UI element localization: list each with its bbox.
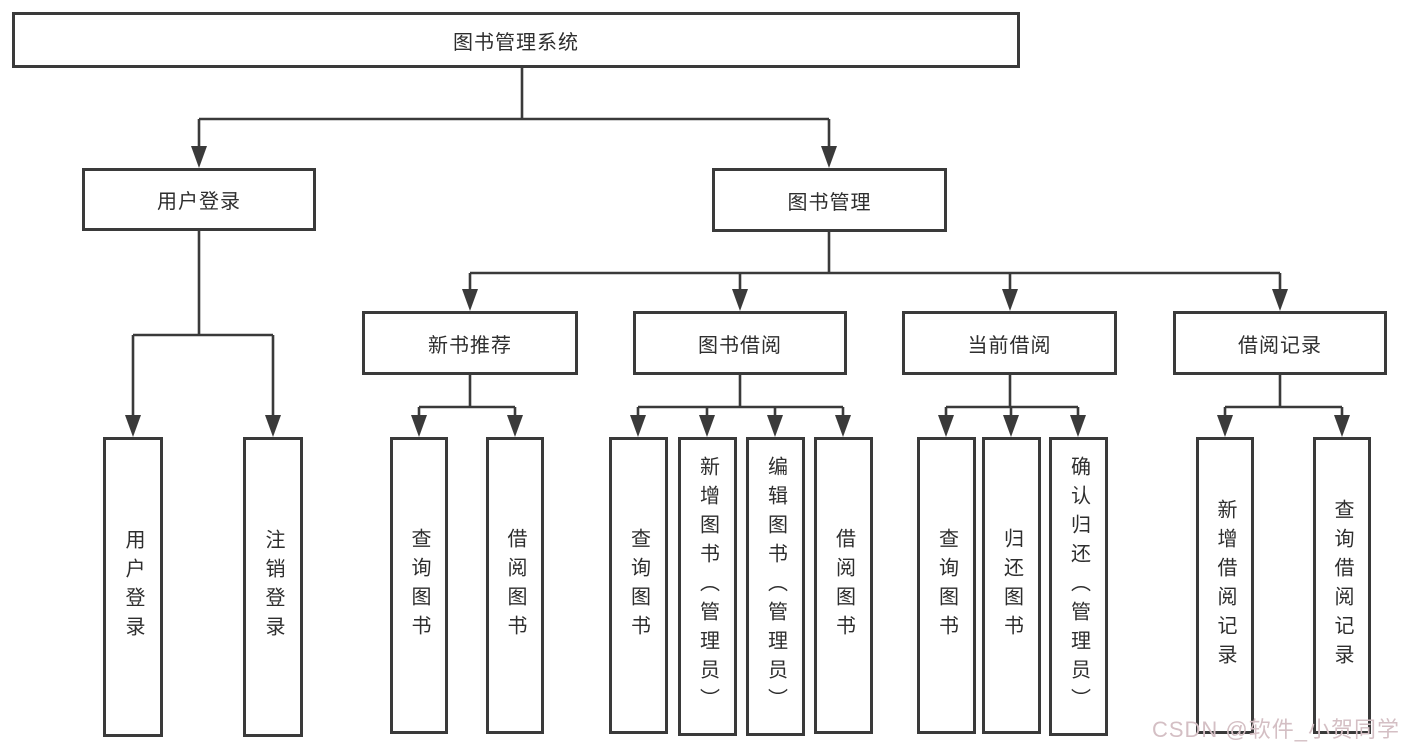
arrow-down-icon (1217, 415, 1233, 437)
leaf-current-confirm-return: 确认归还（管理员） (1049, 437, 1108, 736)
arrow-down-icon (265, 415, 281, 437)
leaf-borrow-query-books-label: 查询图书 (627, 527, 650, 644)
node-root-label: 图书管理系统 (453, 31, 579, 54)
arrow-down-icon (462, 289, 478, 311)
leaf-borrow-edit-books: 编辑图书（管理员） (746, 437, 805, 736)
node-new-book-recommend: 新书推荐 (362, 311, 578, 375)
leaf-current-confirm-return-label: 确认归还（管理员） (1067, 456, 1090, 717)
leaf-current-return-books-label: 归还图书 (1000, 527, 1023, 644)
arrow-down-icon (1002, 289, 1018, 311)
leaf-current-query-books-label: 查询图书 (935, 527, 958, 644)
leaf-borrow-borrow-books: 借阅图书 (814, 437, 873, 734)
node-book-management: 图书管理 (712, 168, 947, 232)
leaf-current-query-books: 查询图书 (917, 437, 976, 734)
arrow-down-icon (767, 415, 783, 437)
leaf-records-query-record: 查询借阅记录 (1313, 437, 1371, 734)
node-book-borrow-label: 图书借阅 (698, 334, 782, 357)
csdn-watermark: CSDN @软件_小贺同学 (1151, 717, 1400, 742)
tree-line-segments (131, 68, 1344, 421)
node-user-login: 用户登录 (82, 168, 316, 231)
leaf-records-query-record-label: 查询借阅记录 (1331, 498, 1353, 673)
leaf-user-login: 用户登录 (103, 437, 163, 737)
arrow-down-icon (125, 415, 141, 437)
node-borrow-records: 借阅记录 (1173, 311, 1387, 375)
leaf-user-login-label: 用户登录 (122, 529, 144, 645)
leaf-borrow-query-books: 查询图书 (609, 437, 668, 734)
leaf-recommend-query-books-label: 查询图书 (408, 527, 430, 644)
node-borrow-records-label: 借阅记录 (1238, 334, 1322, 357)
arrow-down-icon (938, 415, 954, 437)
arrow-down-icon (821, 146, 837, 168)
leaf-borrow-add-books: 新增图书（管理员） (678, 437, 737, 736)
node-book-management-label: 图书管理 (787, 191, 872, 214)
node-root: 图书管理系统 (12, 12, 1020, 68)
arrow-down-icon (191, 146, 207, 168)
leaf-recommend-query-books: 查询图书 (390, 437, 448, 734)
leaf-borrow-edit-books-label: 编辑图书（管理员） (764, 456, 787, 717)
leaf-borrow-add-books-label: 新增图书（管理员） (696, 456, 719, 717)
arrow-down-icon (1070, 415, 1086, 437)
arrow-down-icon (835, 415, 851, 437)
arrow-down-icon (732, 289, 748, 311)
node-current-borrow-label: 当前借阅 (967, 334, 1052, 357)
node-user-login-label: 用户登录 (157, 191, 241, 213)
arrow-down-icon (699, 415, 715, 437)
arrow-down-icon (1334, 415, 1350, 437)
arrow-down-icon (1272, 289, 1288, 311)
node-current-borrow: 当前借阅 (902, 311, 1117, 375)
node-book-borrow: 图书借阅 (633, 311, 847, 375)
arrow-down-icon (411, 415, 427, 437)
arrow-down-icon (1003, 415, 1019, 437)
node-new-book-recommend-label: 新书推荐 (428, 334, 512, 357)
arrow-down-icon (630, 415, 646, 437)
leaf-recommend-borrow-books-label: 借阅图书 (504, 527, 526, 644)
leaf-borrow-borrow-books-label: 借阅图书 (832, 527, 855, 644)
leaf-logout: 注销登录 (243, 437, 303, 737)
leaf-recommend-borrow-books: 借阅图书 (486, 437, 544, 734)
leaf-logout-label: 注销登录 (262, 529, 284, 645)
leaf-records-add-record: 新增借阅记录 (1196, 437, 1254, 734)
leaf-records-add-record-label: 新增借阅记录 (1214, 498, 1236, 673)
arrowheads (125, 146, 1350, 437)
arrow-down-icon (507, 415, 523, 437)
leaf-current-return-books: 归还图书 (982, 437, 1041, 734)
